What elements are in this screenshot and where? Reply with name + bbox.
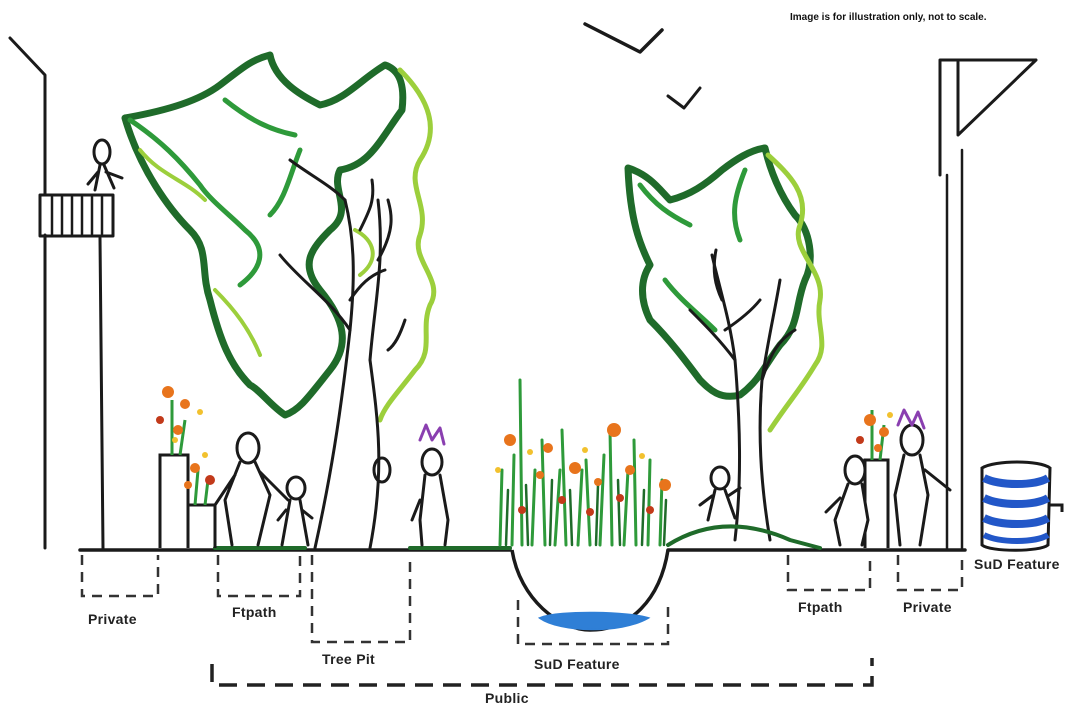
private-right-bracket [898, 555, 962, 590]
rain-barrel-icon [982, 462, 1062, 550]
person-icon [278, 477, 312, 545]
label-tree-pit: Tree Pit [322, 651, 375, 667]
balcony [40, 195, 113, 236]
label-footpath-left: Ftpath [232, 604, 277, 620]
person-icon [700, 467, 740, 520]
bird-icon [585, 24, 662, 52]
left-planter [156, 386, 215, 548]
disclaimer-note: Image is for illustration only, not to s… [790, 12, 987, 23]
person-icon [895, 410, 950, 545]
footpath-left-bracket [218, 555, 300, 596]
flower-icon [156, 386, 215, 505]
sud-basin [512, 550, 668, 630]
footpath-right-bracket [788, 555, 870, 590]
bird-icon [668, 88, 700, 108]
private-left-bracket [82, 555, 158, 596]
balcony-person-icon [88, 140, 122, 190]
label-sud-feature-center: SuD Feature [534, 656, 620, 672]
person-icon [826, 456, 868, 545]
person-icon [412, 425, 448, 545]
label-sud-feature-right: SuD Feature [974, 556, 1060, 572]
label-private-right: Private [903, 599, 952, 615]
left-building [10, 38, 122, 548]
person-icon [215, 433, 288, 545]
rain-garden-plants [495, 380, 671, 545]
tree-icon [628, 148, 822, 430]
label-footpath-right: Ftpath [798, 599, 843, 615]
tree-pit-bracket [312, 555, 410, 642]
label-public: Public [485, 690, 529, 706]
label-private-left: Private [88, 611, 137, 627]
flower-icon [856, 410, 893, 460]
